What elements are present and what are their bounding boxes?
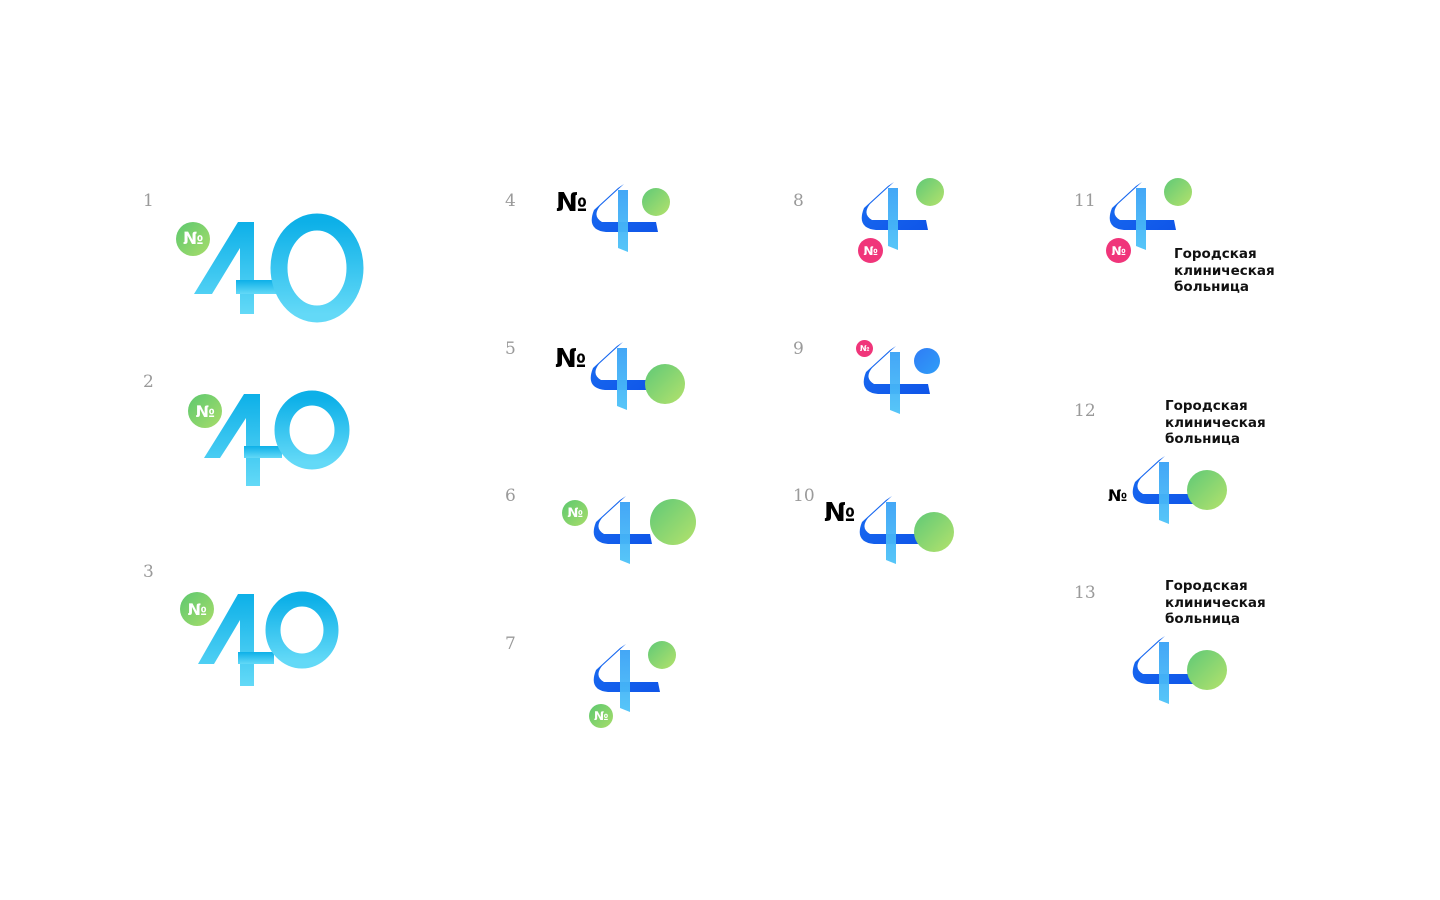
green-dot (1187, 650, 1227, 690)
variant-label: 12 (1074, 401, 1096, 421)
number-badge: № (1106, 238, 1131, 263)
variant-label: 1 (143, 191, 154, 211)
ribbon-four-glyph (861, 182, 928, 250)
ribbon-four-glyph (863, 346, 930, 414)
number-badge: № (176, 222, 210, 256)
green-dot (914, 512, 954, 552)
number-badge: № (188, 394, 222, 428)
number-badge: № (562, 500, 588, 526)
variant-label: 8 (793, 191, 804, 211)
green-dot (645, 364, 685, 404)
ribbon-four-glyph (591, 184, 658, 252)
number-sign: № (556, 188, 587, 218)
digits-40-glyph (204, 390, 350, 486)
blue-dot (914, 348, 940, 374)
green-dot (648, 641, 676, 669)
hospital-caption: Городская клиническая больница (1165, 578, 1266, 627)
variant-label: 7 (505, 634, 516, 654)
variant-label: 9 (793, 339, 804, 359)
ribbon-four-glyph (1109, 182, 1176, 250)
green-dot (650, 499, 696, 545)
number-sign: № (555, 344, 586, 374)
green-dot (916, 178, 944, 206)
hospital-caption: Городская клиническая больница (1174, 246, 1275, 295)
variant-label: 5 (505, 339, 516, 359)
variant-label: 4 (505, 191, 516, 211)
variant-label: 13 (1074, 583, 1096, 603)
variant-label: 10 (793, 486, 815, 506)
variant-label: 2 (143, 372, 154, 392)
number-badge: № (856, 340, 873, 357)
digits-40-glyph (194, 213, 364, 323)
variant-label: 11 (1074, 191, 1096, 211)
number-badge: № (180, 592, 214, 626)
number-badge: № (858, 238, 883, 263)
digits-40-glyph (198, 591, 339, 686)
green-dot (1187, 470, 1227, 510)
number-badge: № (589, 704, 613, 728)
green-dot (1164, 178, 1192, 206)
variant-label: 6 (505, 486, 516, 506)
ribbon-four-glyph (593, 644, 660, 712)
number-sign: № (1108, 486, 1127, 505)
number-sign: № (824, 498, 855, 528)
hospital-caption: Городская клиническая больница (1165, 398, 1266, 447)
ribbon-four-glyph (593, 496, 652, 564)
variant-label: 3 (143, 562, 154, 582)
green-dot (642, 188, 670, 216)
